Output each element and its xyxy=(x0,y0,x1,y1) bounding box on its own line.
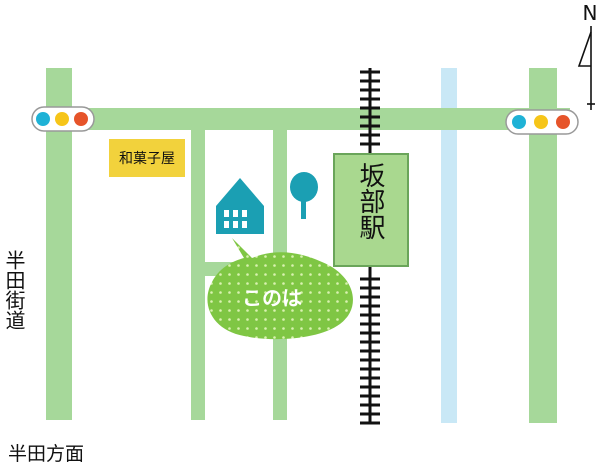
main-road-horizontal xyxy=(46,108,570,130)
direction-label: 半田方面 xyxy=(8,443,84,465)
station-label: 坂部駅 xyxy=(355,162,385,240)
shop-box xyxy=(109,139,185,177)
destination-marker xyxy=(207,238,353,340)
house-icon xyxy=(216,178,264,234)
road-network xyxy=(46,68,570,423)
traffic-light-icon xyxy=(505,109,579,135)
tree-icon xyxy=(290,172,318,219)
north-arrow-icon xyxy=(577,26,595,110)
traffic-light-icon xyxy=(31,106,95,132)
road-label: 半田街道 xyxy=(2,250,26,330)
destination-label: このは xyxy=(242,286,302,310)
station-building xyxy=(333,153,409,267)
north-label: N xyxy=(583,1,598,25)
river xyxy=(441,68,457,423)
shop-label: 和菓子屋 xyxy=(119,151,175,167)
